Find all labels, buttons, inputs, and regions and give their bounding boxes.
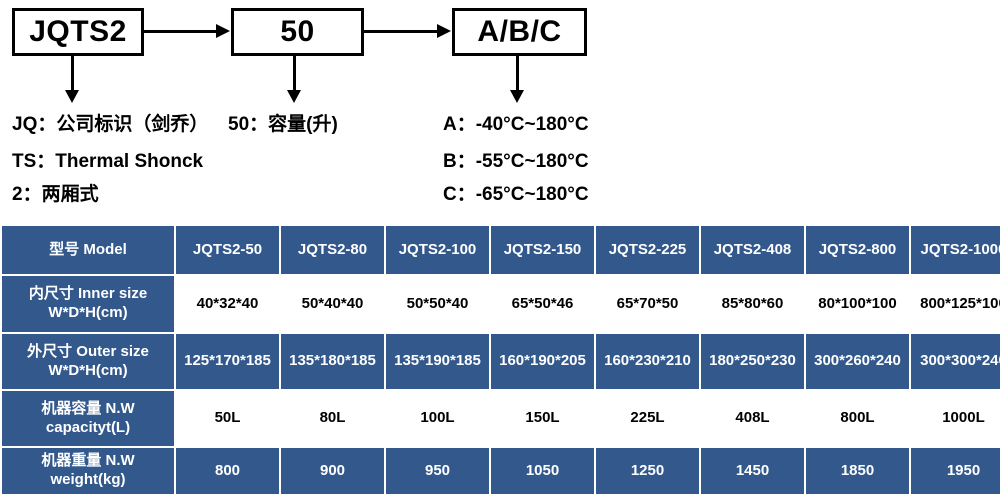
arrow-down-icon-2 — [287, 90, 301, 103]
table-header-cell-8: JQTS2-1000 — [911, 226, 1000, 274]
table-header-row: 型号 Model JQTS2-50 JQTS2-80 JQTS2-100 JQT… — [2, 226, 1000, 274]
connector-line-2 — [364, 30, 438, 33]
connector-line-down-1 — [71, 56, 74, 92]
cell-capacity-3: 100L — [386, 391, 489, 446]
cell-inner-size-3: 50*50*40 — [386, 276, 489, 332]
row-label-outer-size: 外尺寸 Outer size W*D*H(cm) — [2, 334, 174, 389]
cell-capacity-8: 1000L — [911, 391, 1000, 446]
diagram-box-temperature-code: A/B/C — [452, 8, 587, 56]
table-row: 内尺寸 Inner size W*D*H(cm) 40*32*40 50*40*… — [2, 276, 1000, 332]
cell-inner-size-2: 50*40*40 — [281, 276, 384, 332]
cell-outer-size-7: 300*260*240 — [806, 334, 909, 389]
legend-2: 2：两厢式 — [12, 184, 99, 205]
cell-weight-8: 1950 — [911, 448, 1000, 494]
cell-outer-size-3: 135*190*185 — [386, 334, 489, 389]
arrow-down-icon-1 — [65, 90, 79, 103]
table-header-cell-3: JQTS2-100 — [386, 226, 489, 274]
cell-capacity-4: 150L — [491, 391, 594, 446]
cell-inner-size-6: 85*80*60 — [701, 276, 804, 332]
legend-jq: JQ：公司标识（剑乔） — [12, 114, 209, 135]
table-header-cell-2: JQTS2-80 — [281, 226, 384, 274]
cell-capacity-6: 408L — [701, 391, 804, 446]
cell-weight-5: 1250 — [596, 448, 699, 494]
cell-weight-1: 800 — [176, 448, 279, 494]
cell-weight-6: 1450 — [701, 448, 804, 494]
connector-line-1 — [144, 30, 219, 33]
cell-outer-size-4: 160*190*205 — [491, 334, 594, 389]
table-row: 机器容量 N.W capacityt(L) 50L 80L 100L 150L … — [2, 391, 1000, 446]
legend-ts: TS：Thermal Shonck — [12, 151, 204, 172]
cell-inner-size-8: 800*125*100 — [911, 276, 1000, 332]
cell-weight-4: 1050 — [491, 448, 594, 494]
connector-line-down-2 — [293, 56, 296, 92]
diagram-box-model-prefix: JQTS2 — [12, 8, 144, 56]
row-label-capacity: 机器容量 N.W capacityt(L) — [2, 391, 174, 446]
connector-line-down-3 — [516, 56, 519, 92]
row-label-outer-size-line2: W*D*H(cm) — [48, 361, 128, 379]
arrow-down-icon-3 — [510, 90, 524, 103]
cell-weight-7: 1850 — [806, 448, 909, 494]
table-row: 外尺寸 Outer size W*D*H(cm) 125*170*185 135… — [2, 334, 1000, 389]
row-label-inner-size-line2: W*D*H(cm) — [48, 304, 128, 321]
product-code-diagram: JQTS2 50 A/B/C JQ：公司标识（剑乔） TS：Thermal Sh… — [0, 0, 1000, 214]
cell-weight-2: 900 — [281, 448, 384, 494]
table-header-cell-5: JQTS2-225 — [596, 226, 699, 274]
cell-weight-3: 950 — [386, 448, 489, 494]
row-label-outer-size-line1: 外尺寸 Outer size — [27, 342, 149, 360]
legend-temp-c: C：-65°C~180°C — [443, 184, 589, 205]
table-row: 机器重量 N.W weight(kg) 800 900 950 1050 125… — [2, 448, 1000, 494]
arrow-right-icon-2 — [437, 24, 451, 38]
table-header-cell-1: JQTS2-50 — [176, 226, 279, 274]
row-label-capacity-line2: capacityt(L) — [45, 418, 131, 436]
cell-outer-size-1: 125*170*185 — [176, 334, 279, 389]
cell-inner-size-1: 40*32*40 — [176, 276, 279, 332]
table-header-cell-4: JQTS2-150 — [491, 226, 594, 274]
arrow-right-icon-1 — [216, 24, 230, 38]
row-label-weight: 机器重量 N.W weight(kg) — [2, 448, 174, 494]
table-header-cell-7: JQTS2-800 — [806, 226, 909, 274]
cell-inner-size-5: 65*70*50 — [596, 276, 699, 332]
diagram-box-temperature-code-label: A/B/C — [477, 15, 562, 48]
cell-outer-size-2: 135*180*185 — [281, 334, 384, 389]
cell-capacity-7: 800L — [806, 391, 909, 446]
cell-capacity-2: 80L — [281, 391, 384, 446]
cell-outer-size-6: 180*250*230 — [701, 334, 804, 389]
legend-temp-b: B：-55°C~180°C — [443, 151, 589, 172]
cell-outer-size-5: 160*230*210 — [596, 334, 699, 389]
specification-table: 型号 Model JQTS2-50 JQTS2-80 JQTS2-100 JQT… — [0, 224, 1000, 496]
cell-capacity-5: 225L — [596, 391, 699, 446]
diagram-box-capacity-label: 50 — [280, 15, 315, 48]
table-header-cell-model: 型号 Model — [2, 226, 174, 274]
row-label-inner-size: 内尺寸 Inner size W*D*H(cm) — [2, 276, 174, 332]
legend-capacity: 50：容量(升) — [228, 114, 338, 135]
row-label-weight-line2: weight(kg) — [50, 471, 126, 488]
cell-outer-size-8: 300*300*240 — [911, 334, 1000, 389]
row-label-inner-size-line1: 内尺寸 Inner size — [28, 285, 148, 303]
cell-inner-size-4: 65*50*46 — [491, 276, 594, 332]
diagram-box-capacity: 50 — [231, 8, 364, 56]
diagram-box-model-prefix-label: JQTS2 — [29, 15, 127, 48]
table-header-cell-6: JQTS2-408 — [701, 226, 804, 274]
cell-capacity-1: 50L — [176, 391, 279, 446]
legend-temp-a: A：-40°C~180°C — [443, 114, 589, 135]
row-label-weight-line1: 机器重量 N.W — [41, 452, 135, 470]
row-label-capacity-line1: 机器容量 N.W — [41, 399, 135, 417]
cell-inner-size-7: 80*100*100 — [806, 276, 909, 332]
